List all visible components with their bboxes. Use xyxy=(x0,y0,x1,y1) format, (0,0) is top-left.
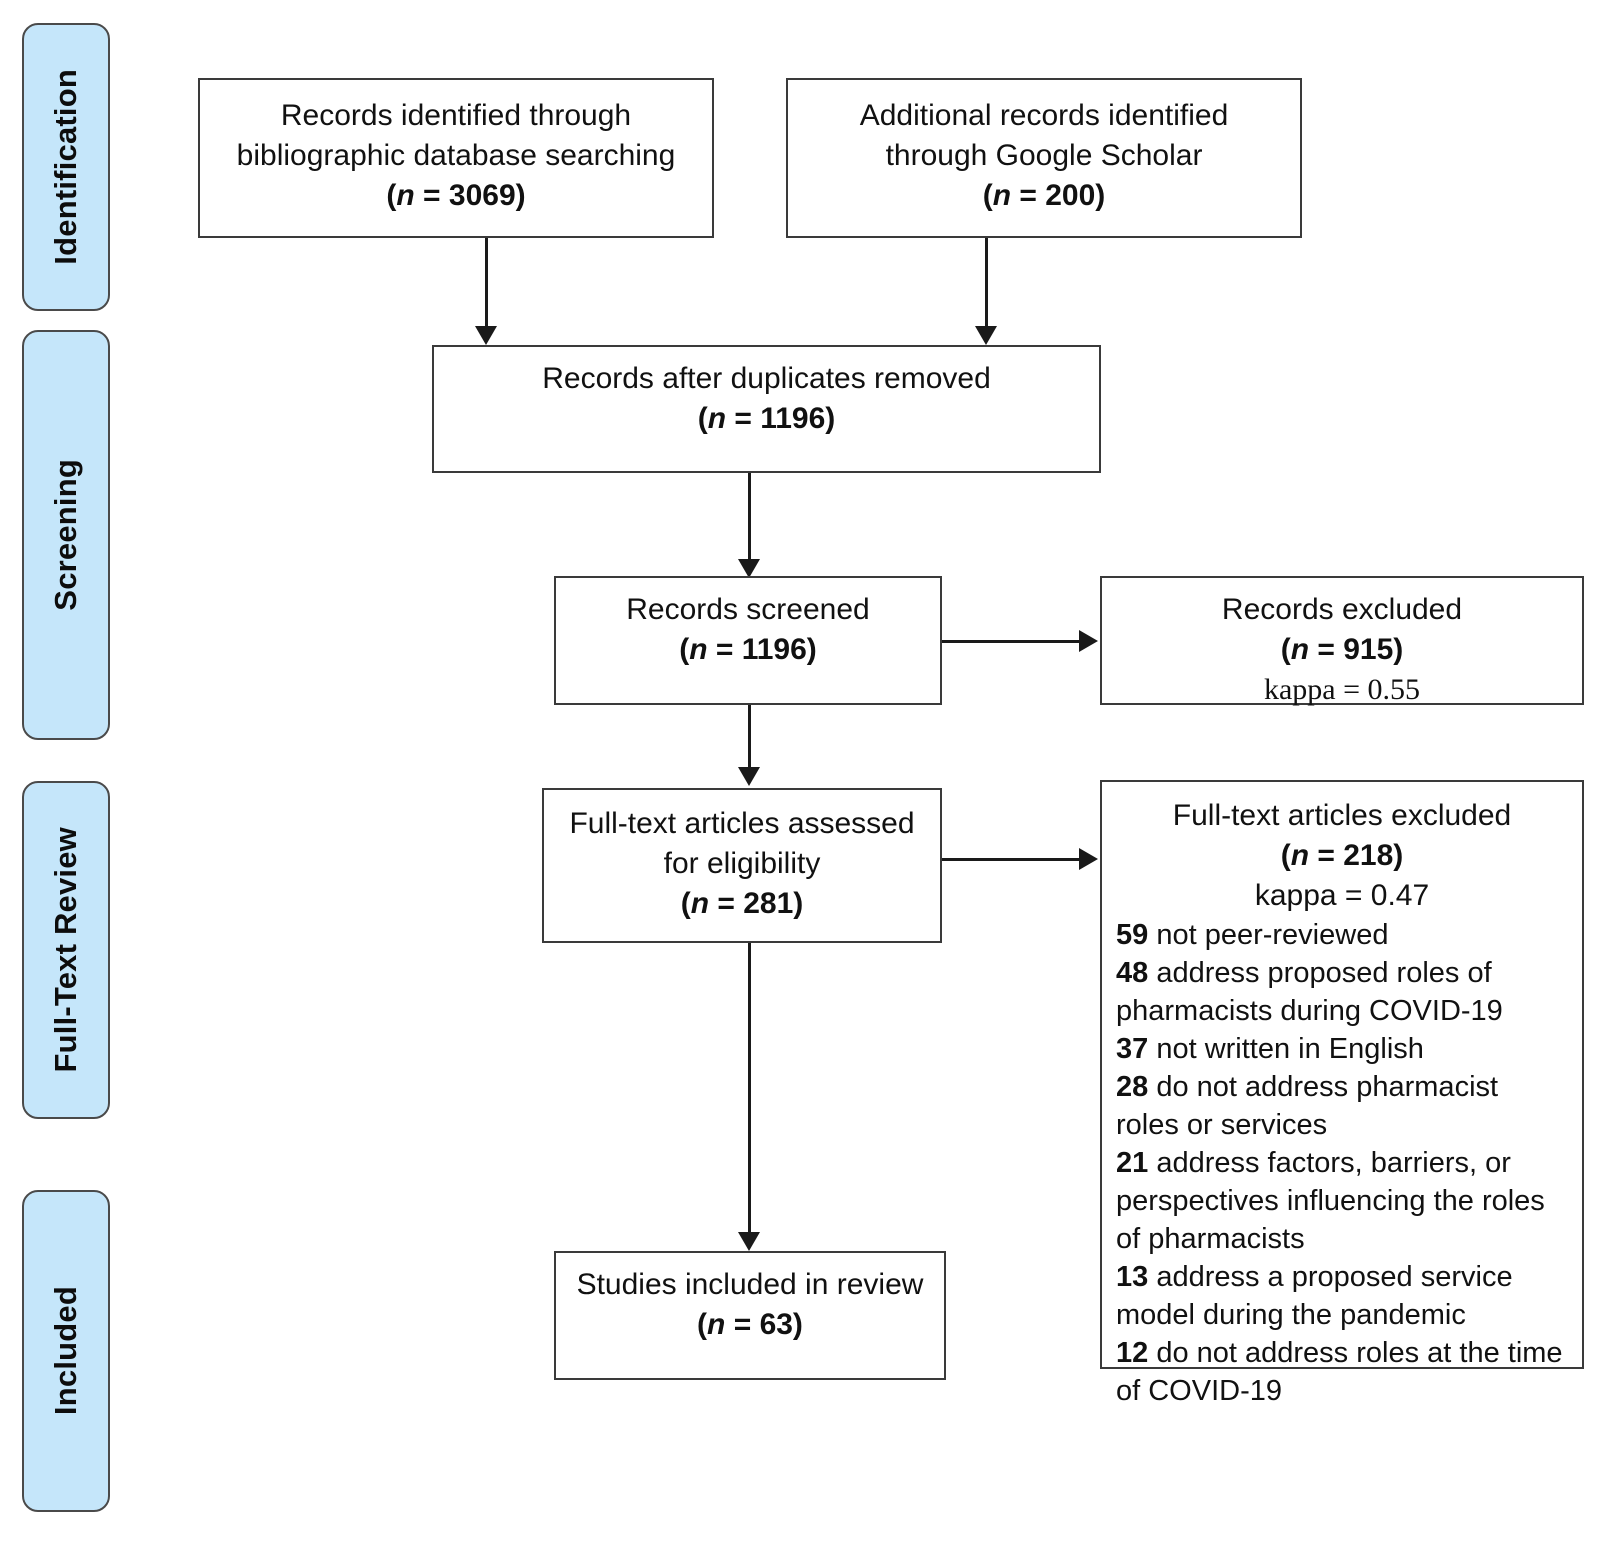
box-records-identified-database: Records identified through bibliographic… xyxy=(198,78,714,238)
box-kappa-value: kappa = 0.55 xyxy=(1263,673,1421,706)
exclusion-reason-text: address proposed roles of pharmacists du… xyxy=(1116,957,1503,1027)
stage-tab-label: Screening xyxy=(48,459,83,611)
stage-tab-screening: Screening xyxy=(22,330,110,740)
exclusion-reason-count: 59 xyxy=(1116,919,1149,951)
exclusion-reason-text: not peer-reviewed xyxy=(1148,919,1389,951)
box-line-1: Records identified through xyxy=(280,99,632,132)
box-records-after-duplicates-removed: Records after duplicates removed (n = 11… xyxy=(432,345,1101,473)
n-symbol: n xyxy=(992,179,1012,212)
arrowhead-duplicates-to-screened xyxy=(738,559,760,578)
box-fulltext-articles-excluded: Full-text articles excluded (n = 218) ka… xyxy=(1100,780,1584,1407)
exclusion-reason-count: 28 xyxy=(1116,1071,1149,1103)
exclusion-reason-item: 12 do not address roles at the time of C… xyxy=(1116,1334,1568,1410)
n-symbol: n xyxy=(396,179,415,212)
box-line-2: for eligibility xyxy=(663,847,821,880)
exclusion-reason-item: 37 not written in English xyxy=(1116,1030,1424,1068)
box-line-1: Full-text articles assessed xyxy=(569,807,915,840)
box-studies-included-in-review: Studies included in review (n = 63) xyxy=(554,1251,946,1380)
exclusion-reason-item: 59 not peer-reviewed xyxy=(1116,916,1388,954)
box-line-2: bibliographic database searching xyxy=(236,139,676,172)
stage-tab-included: Included xyxy=(22,1190,110,1512)
stage-tab-label: Full-Text Review xyxy=(48,827,83,1073)
box-line-2: through Google Scholar xyxy=(885,139,1203,172)
box-additional-records-google-scholar: Additional records identified through Go… xyxy=(786,78,1302,238)
box-records-screened: Records screened (n = 1196) xyxy=(554,576,942,705)
exclusion-reason-text: do not address roles at the time of COVI… xyxy=(1116,1337,1563,1407)
connector-screened-to-fulltext xyxy=(748,705,751,769)
arrowhead-scholar-to-duplicates xyxy=(975,326,997,345)
box-count: (n = 915) xyxy=(1280,633,1404,666)
stage-tab-label: Included xyxy=(48,1286,83,1416)
connector-screened-to-excluded xyxy=(942,640,1081,643)
n-symbol: n xyxy=(707,402,727,435)
connector-db-to-duplicates xyxy=(485,238,488,328)
arrowhead-fulltext-to-included xyxy=(738,1232,760,1251)
arrowhead-fulltext-to-excluded xyxy=(1079,848,1098,870)
box-kappa-value: kappa = 0.47 xyxy=(1254,879,1430,912)
exclusion-reason-count: 21 xyxy=(1116,1147,1149,1179)
exclusion-reason-item: 13 address a proposed service model duri… xyxy=(1116,1258,1568,1334)
n-symbol: n xyxy=(689,633,708,666)
exclusion-reason-text: not written in English xyxy=(1148,1033,1424,1065)
n-symbol: n xyxy=(707,1308,726,1341)
box-line-1: Studies included in review xyxy=(576,1268,924,1301)
box-count: (n = 218) xyxy=(1280,839,1404,872)
box-line-1: Additional records identified xyxy=(859,99,1229,132)
connector-fulltext-to-excluded xyxy=(942,858,1081,861)
box-count: (n = 281) xyxy=(680,887,804,920)
exclusion-reason-item: 28 do not address pharmacist roles or se… xyxy=(1116,1068,1568,1144)
exclusion-reason-count: 37 xyxy=(1116,1033,1149,1065)
exclusion-reason-text: do not address pharmacist roles or servi… xyxy=(1116,1071,1499,1141)
box-line-1: Full-text articles excluded xyxy=(1172,799,1512,832)
box-count: (n = 63) xyxy=(697,1308,803,1341)
box-line-1: Records excluded xyxy=(1221,593,1463,626)
exclusion-reason-text: address factors, barriers, or perspectiv… xyxy=(1116,1147,1545,1255)
arrowhead-screened-to-excluded xyxy=(1079,630,1098,652)
connector-scholar-to-duplicates xyxy=(985,238,988,328)
box-count: (n = 200) xyxy=(982,179,1106,212)
box-line-1: Records after duplicates removed xyxy=(542,362,991,395)
n-symbol: n xyxy=(1290,633,1310,666)
n-symbol: n xyxy=(1290,839,1310,872)
box-records-excluded: Records excluded (n = 915) kappa = 0.55 xyxy=(1100,576,1584,706)
box-line-1: Records screened xyxy=(626,593,870,626)
arrowhead-db-to-duplicates xyxy=(475,326,497,345)
box-count: (n = 1196) xyxy=(679,633,817,666)
arrowhead-screened-to-fulltext xyxy=(738,767,760,786)
exclusion-reason-count: 48 xyxy=(1116,957,1149,989)
stage-tab-full-text-review: Full-Text Review xyxy=(22,781,110,1119)
exclusion-reason-text: address a proposed service model during … xyxy=(1116,1261,1513,1331)
exclusion-reason-count: 13 xyxy=(1116,1261,1149,1293)
exclusion-reason-item: 21 address factors, barriers, or perspec… xyxy=(1116,1144,1568,1258)
box-count: (n = 1196) xyxy=(697,402,836,435)
connector-fulltext-to-included xyxy=(748,943,751,1234)
stage-tab-label: Identification xyxy=(48,69,83,265)
box-fulltext-articles-assessed: Full-text articles assessed for eligibil… xyxy=(542,788,942,943)
box-count: (n = 3069) xyxy=(386,179,526,212)
stage-tab-identification: Identification xyxy=(22,23,110,311)
connector-duplicates-to-screened xyxy=(748,473,751,561)
n-symbol: n xyxy=(690,887,710,920)
exclusion-reason-count: 12 xyxy=(1116,1337,1149,1369)
exclusion-reason-item: 48 address proposed roles of pharmacists… xyxy=(1116,954,1568,1030)
